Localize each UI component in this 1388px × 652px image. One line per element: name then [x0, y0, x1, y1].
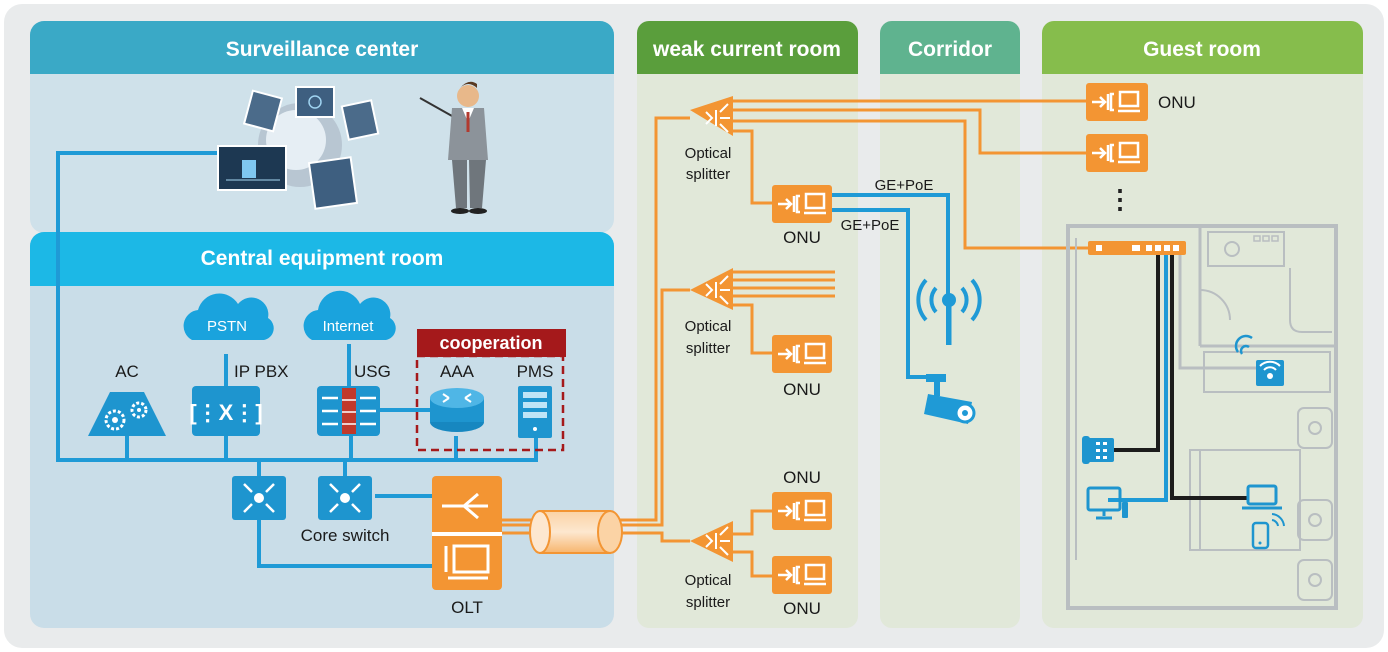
aaa-label: AAA: [440, 362, 475, 381]
optical-splitter-2: Optical splitter: [685, 268, 733, 357]
onu-weak-3: ONU: [772, 468, 832, 530]
optical-splitter-3: Optical splitter: [685, 521, 733, 611]
onu-weak-1-label: ONU: [783, 228, 821, 247]
laptop-icon: [1242, 484, 1282, 510]
iptv-icon: [1086, 486, 1128, 520]
ip-pbx: [⋮X⋮] IP PBX: [189, 362, 289, 436]
olt-device: OLT: [432, 476, 502, 617]
cooperation-label: cooperation: [439, 333, 542, 353]
room-onu-bar: [1088, 241, 1186, 255]
onu-guest-1: ONU: [1086, 83, 1196, 121]
olt-label: OLT: [451, 598, 483, 617]
wifi-ap-icon: [916, 278, 982, 345]
surveillance-screens: [217, 86, 380, 210]
splitter-3-line2: splitter: [686, 594, 730, 611]
blue-links: [56, 151, 1168, 568]
optical-splitter-1: Optical splitter: [685, 96, 733, 183]
cooperation-box: cooperation: [415, 329, 566, 452]
ge-poe-label-2: GE+PoE: [841, 217, 900, 234]
security-camera-icon: [924, 374, 976, 424]
pstn-label: PSTN: [207, 318, 247, 335]
weak-current-title: weak current room: [652, 38, 841, 61]
surveillance-zone-title: Surveillance center: [226, 38, 419, 61]
pms-label: PMS: [517, 362, 554, 381]
fiber-bundle: [529, 510, 623, 554]
splitter-1-line1: Optical: [685, 145, 732, 162]
internet-cloud: Internet: [303, 290, 396, 340]
splitter-2-line2: splitter: [686, 340, 730, 357]
splitter-3-line1: Optical: [685, 572, 732, 589]
ge-poe-label-1: GE+PoE: [875, 177, 934, 194]
onu-weak-2: ONU: [772, 335, 832, 399]
onu-weak-3-label: ONU: [783, 468, 821, 487]
internet-label: Internet: [323, 318, 375, 335]
ac-controller: AC: [88, 362, 166, 436]
splitter-1-line2: splitter: [686, 166, 730, 183]
room-wifi-panel-icon: [1234, 334, 1284, 386]
onu-guest-label: ONU: [1158, 93, 1196, 112]
ippbx-label: IP PBX: [234, 362, 289, 381]
onu-guest-2: [1086, 134, 1148, 172]
onu-weak-2-label: ONU: [783, 380, 821, 399]
weak-current-zone: weak current room: [637, 21, 858, 628]
guest-room-zone: Guest room: [1042, 21, 1363, 628]
guest-room-title: Guest room: [1143, 38, 1261, 61]
onu-weak-4: ONU: [772, 556, 832, 618]
more-onu-ellipsis: ⋮: [1107, 184, 1133, 214]
pstn-cloud: PSTN: [183, 293, 274, 340]
pms-server: PMS: [517, 362, 554, 438]
onu-weak-4-label: ONU: [783, 599, 821, 618]
central-room-title: Central equipment room: [201, 247, 444, 270]
core-switch: Core switch: [301, 476, 390, 545]
presenter-figure: [419, 81, 488, 214]
switch-left: [232, 476, 286, 520]
onu-weak-1: ONU: [772, 185, 832, 247]
core-switch-label: Core switch: [301, 526, 390, 545]
ip-phone-icon: [1082, 436, 1114, 464]
corridor-title: Corridor: [908, 38, 992, 61]
usg-firewall: USG: [317, 362, 391, 436]
pbx-glyph: [⋮X⋮]: [189, 400, 262, 425]
room-gray-wiring: [1178, 255, 1258, 370]
aaa-server: AAA: [430, 362, 484, 432]
smartphone-icon: [1251, 513, 1285, 550]
room-black-wiring: [1114, 255, 1248, 500]
splitter-2-line1: Optical: [685, 318, 732, 335]
ac-label: AC: [115, 362, 139, 381]
usg-label: USG: [354, 362, 391, 381]
